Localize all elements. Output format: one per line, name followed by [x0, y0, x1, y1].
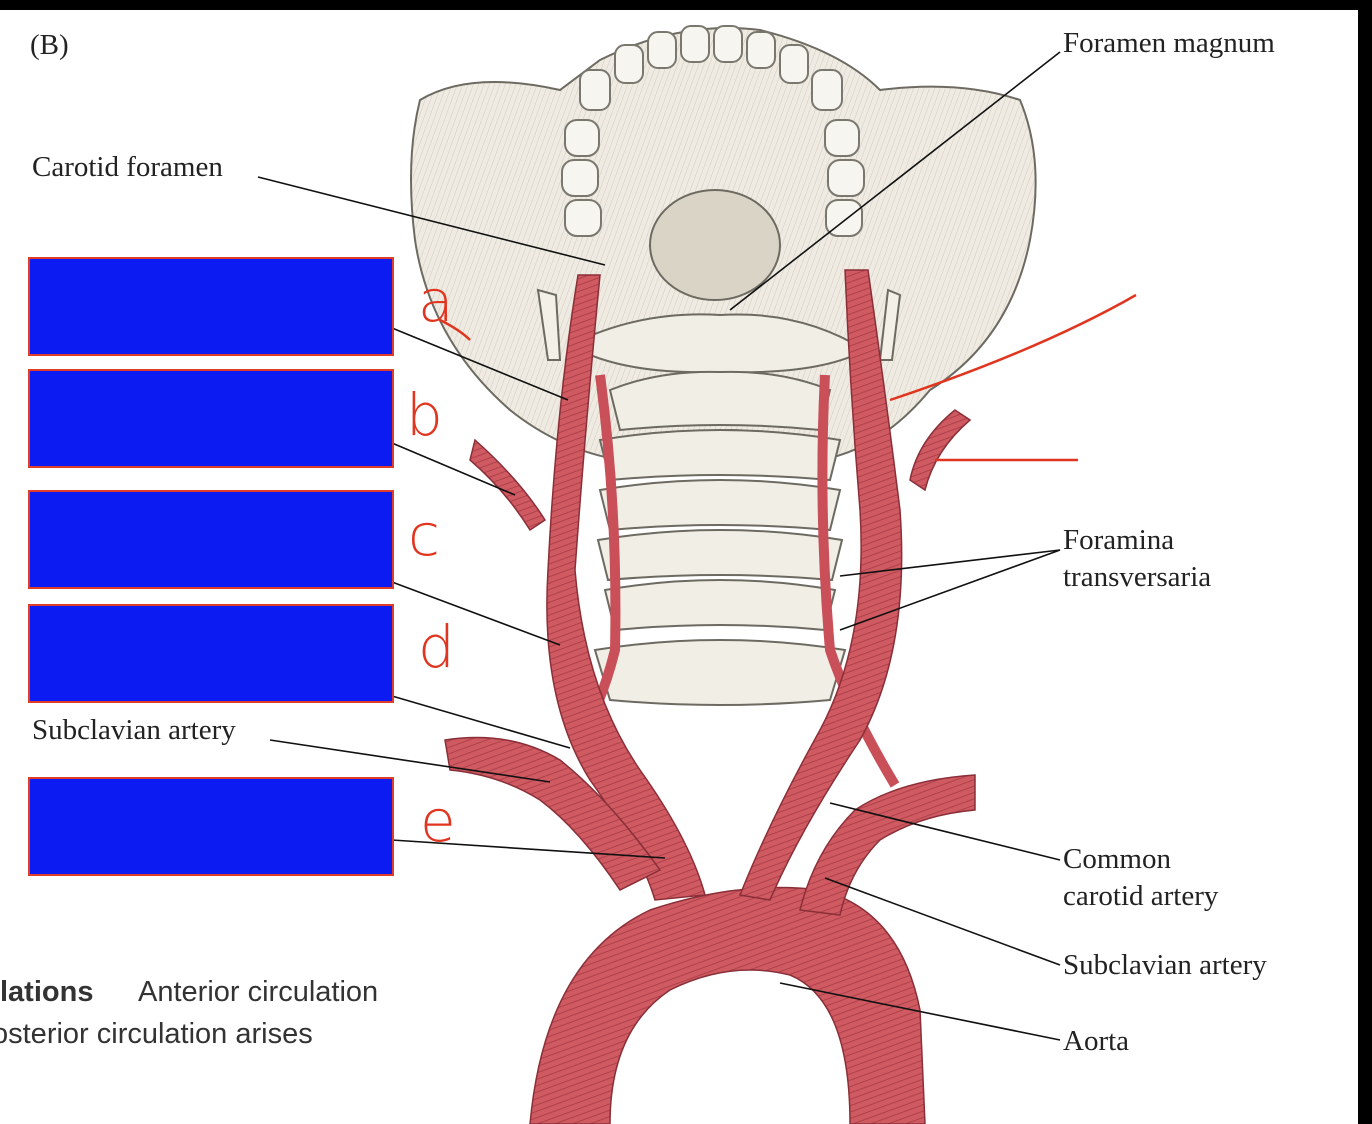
answer-box-b[interactable] [28, 369, 394, 468]
label-foramina-line1: Foramina [1063, 524, 1175, 556]
handwritten-e: e [420, 787, 456, 855]
caption-bold: lations [0, 976, 94, 1008]
cervical-spine [567, 313, 867, 706]
label-aorta: Aorta [1063, 1025, 1130, 1057]
label-foramen-magnum: Foramen magnum [1063, 27, 1275, 59]
handwritten-a: a [418, 267, 454, 335]
handwritten-d: d [418, 613, 455, 681]
neck-arteries-illustration [257, 25, 1137, 1124]
answer-box-e[interactable] [28, 777, 394, 876]
label-subclavian-right: Subclavian artery [1063, 949, 1267, 981]
arteries [444, 269, 976, 1124]
handwritten-pointers [439, 293, 1137, 462]
handwritten-b: b [406, 381, 443, 449]
panel-label: (B) [30, 29, 69, 61]
label-subclavian-left: Subclavian artery [32, 714, 236, 746]
label-carotid-foramen: Carotid foramen [32, 151, 223, 183]
caption-line1-rest: Anterior circulation [138, 976, 379, 1008]
label-common-line2: carotid artery [1063, 880, 1219, 912]
answer-box-d[interactable] [28, 604, 394, 703]
textbook-page: (B) Carotid foramen Foramen magnum Foram… [0, 10, 1358, 1124]
answer-box-a[interactable] [28, 257, 394, 356]
leader-lines [257, 51, 1061, 1041]
label-foramina-line2: transversaria [1063, 561, 1212, 593]
caption-line2: osterior circulation arises [0, 1018, 313, 1050]
answer-box-c[interactable] [28, 490, 394, 589]
handwritten-c: c [408, 501, 440, 569]
caption-line1: lations Anterior circulation [0, 976, 378, 1009]
label-common-line1: Common [1063, 843, 1171, 875]
